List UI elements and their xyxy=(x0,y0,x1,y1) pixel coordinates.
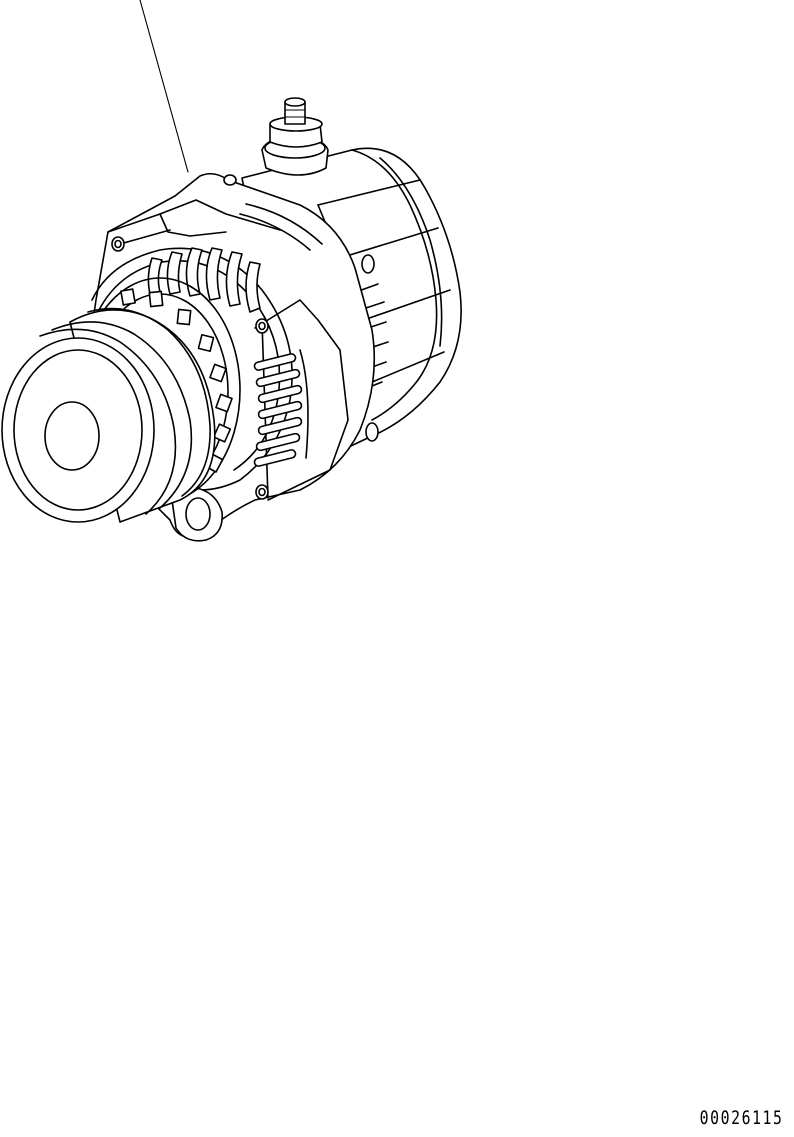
leader-line xyxy=(140,0,188,172)
side-vent-slots xyxy=(254,350,308,467)
drawing-number: 00026115 xyxy=(700,1107,784,1129)
b-terminal-stud xyxy=(262,98,328,175)
fan-ring xyxy=(80,278,240,502)
pulley xyxy=(2,309,215,522)
